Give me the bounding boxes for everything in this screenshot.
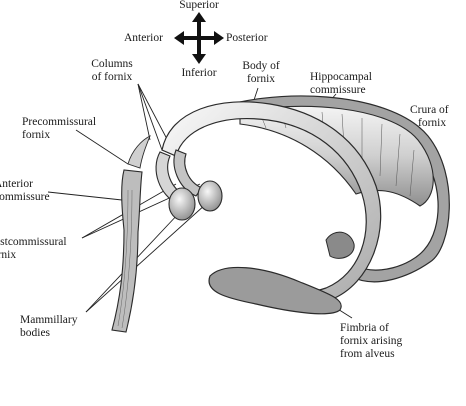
mammillary-body-2 bbox=[197, 180, 223, 212]
mammillary-body-1 bbox=[168, 187, 196, 221]
precommissural-fornix-trunk bbox=[111, 169, 143, 333]
label-posterior: Posterior bbox=[226, 32, 268, 44]
label-anterior: Anterior bbox=[124, 32, 163, 44]
label-anterior-commissure: Anteriorcommissure bbox=[0, 178, 50, 203]
fimbria-of-fornix bbox=[208, 266, 342, 315]
orientation-compass bbox=[174, 12, 224, 64]
label-inferior: Inferior bbox=[181, 67, 217, 79]
label-superior: Superior bbox=[179, 0, 219, 11]
precommissural-fornix-fibers bbox=[127, 135, 151, 169]
label-postcommissural-fornix: Postcommissuralfornix bbox=[0, 236, 67, 261]
crus-knob bbox=[325, 231, 355, 259]
trunk-fibers bbox=[117, 189, 133, 329]
hippocampal-commissure-band bbox=[239, 105, 434, 207]
